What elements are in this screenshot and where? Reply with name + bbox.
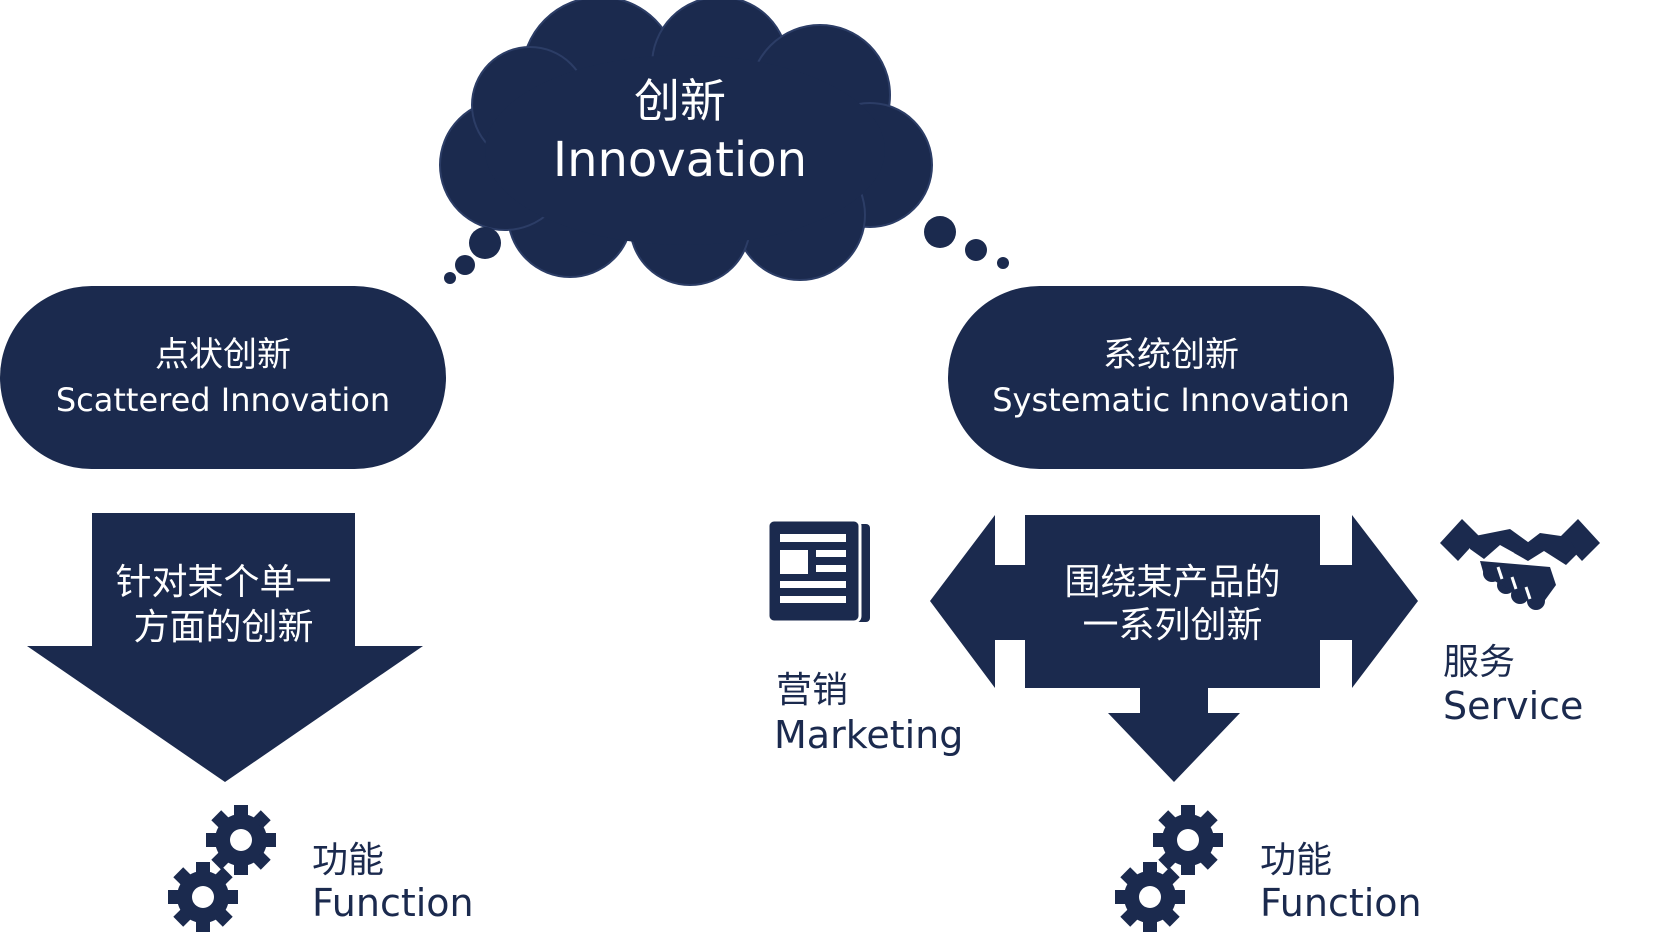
left-arrow-line1: 针对某个单一 (115, 562, 332, 603)
systematic-innovation-en: Systematic Innovation (992, 381, 1350, 419)
scattered-innovation-pill (0, 286, 446, 469)
right-arrow-line1: 围绕某产品的 (1064, 562, 1281, 603)
scattered-innovation-en: Scattered Innovation (55, 381, 391, 419)
left-function-label-zh: 功能 (312, 840, 385, 881)
handshake-icon (1440, 519, 1600, 610)
gears-icon (1115, 805, 1223, 932)
cloud-title-en: Innovation (552, 132, 808, 188)
right-function-label-zh: 功能 (1260, 840, 1333, 881)
service-label-zh: 服务 (1443, 642, 1516, 683)
right-function-label-en: Function (1260, 881, 1422, 925)
marketing-label-zh: 营销 (776, 670, 849, 711)
scattered-innovation-zh: 点状创新 (155, 335, 291, 375)
left-down-arrow (27, 513, 423, 782)
thought-bubbles (444, 216, 1009, 284)
left-function-label-en: Function (312, 881, 474, 925)
systematic-innovation-zh: 系统创新 (1103, 335, 1239, 375)
left-arrow-line2: 方面的创新 (133, 607, 314, 648)
cloud-title-zh: 创新 (634, 74, 726, 128)
newspaper-icon (766, 518, 870, 624)
systematic-innovation-pill (948, 286, 1394, 469)
gears-icon (168, 805, 276, 932)
right-multi-arrow (930, 515, 1418, 782)
marketing-label-en: Marketing (774, 713, 964, 757)
innovation-cloud (439, 0, 933, 286)
service-label-en: Service (1443, 684, 1584, 728)
right-arrow-line2: 一系列创新 (1082, 605, 1263, 646)
